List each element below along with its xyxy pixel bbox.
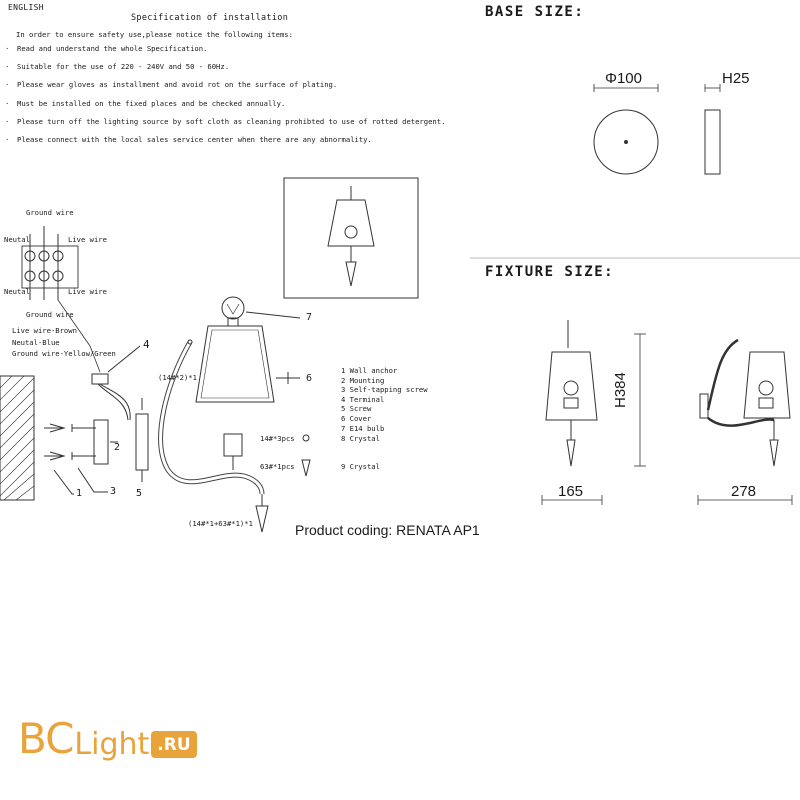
base-diameter-label: Φ100 <box>605 70 642 87</box>
parts-item: 3 Self-tapping screw <box>341 385 428 395</box>
base-height-label: H25 <box>722 70 750 87</box>
parts-item-8: 8 Crystal <box>341 434 380 443</box>
spec-title: Specification of installation <box>131 13 289 23</box>
wiring-ground-top: Ground wire <box>26 208 74 217</box>
spec-item: ·Suitable for the use of 220 - 240V and … <box>5 62 230 72</box>
crystal-9-qty: 63#*1pcs <box>260 462 295 471</box>
wiring-live-top: Live wire <box>68 235 107 244</box>
fixture-size-header: FIXTURE SIZE: <box>485 264 615 280</box>
product-coding: Product coding: RENATA AP1 <box>295 522 480 538</box>
shade-drawing <box>195 325 275 403</box>
logo-tld: .RU <box>151 731 197 758</box>
parts-item: 5 Screw <box>341 404 372 414</box>
base-plate-front <box>593 109 659 175</box>
wiring-neutral-bottom: Neutal <box>4 287 30 296</box>
logo-light: Light <box>74 727 150 762</box>
spec-item: ·Please turn off the lighting source by … <box>5 116 446 126</box>
parts-item: 4 Terminal <box>341 394 385 404</box>
wiring-live-bottom: Live wire <box>68 287 107 296</box>
parts-item: 7 E14 bulb <box>341 423 385 433</box>
spec-item: ·Must be installed on the fixed places a… <box>5 98 286 108</box>
drop-code: (14#*1+63#*1)*1 <box>188 519 253 528</box>
spec-item: ·Read and understand the whole Specifica… <box>5 44 208 53</box>
fixture-height-label: H384 <box>612 372 629 408</box>
wire-color-live: Live wire-Brown <box>12 326 77 335</box>
wire-color-ground: Ground wire-Yellow/Green <box>12 349 116 358</box>
fixture-depth-label: 165 <box>558 483 584 500</box>
spec-item: ·Please wear gloves as installment and a… <box>5 80 338 90</box>
parts-item-9: 9 Crystal <box>341 462 380 471</box>
logo-bc: BC <box>18 714 74 763</box>
parts-item: 1 Wall anchor <box>341 366 398 375</box>
callout-5: 5 <box>136 488 143 499</box>
callout-6: 6 <box>306 373 313 384</box>
callout-7: 7 <box>306 312 313 323</box>
spec-item: ·Please connect with the local sales ser… <box>5 134 372 144</box>
base-size-header: BASE SIZE: <box>485 4 585 20</box>
language-label: ENGLISH <box>8 3 44 12</box>
technical-drawing <box>0 84 800 533</box>
callout-2: 2 <box>114 442 121 453</box>
spec-intro: In order to ensure safety use,please not… <box>16 30 293 39</box>
wiring-ground-bottom: Ground wire <box>26 310 74 319</box>
crystal-8-qty: 14#*3pcs <box>260 434 295 443</box>
base-plate-side <box>704 109 721 175</box>
fixture-width-label: 278 <box>731 483 757 500</box>
assembled-preview-frame <box>283 177 419 299</box>
spec-list: ·Read and understand the whole Specifica… <box>5 44 445 153</box>
parts-list: 1 Wall anchor 2 Mounting 3 Self-tapping … <box>341 366 428 433</box>
wiring-neutral-top: Neutal <box>4 235 30 244</box>
wire-color-neutral: Neutal-Blue <box>12 338 60 347</box>
arm-code: (14#*2)*1 <box>158 373 197 382</box>
callout-3: 3 <box>110 486 117 497</box>
callout-1: 1 <box>76 488 83 499</box>
parts-item: 2 Mounting <box>341 375 385 385</box>
callout-4: 4 <box>143 338 150 351</box>
parts-item: 6 Cover <box>341 413 372 423</box>
instruction-sheet: ENGLISH Specification of installation In… <box>0 3 800 538</box>
